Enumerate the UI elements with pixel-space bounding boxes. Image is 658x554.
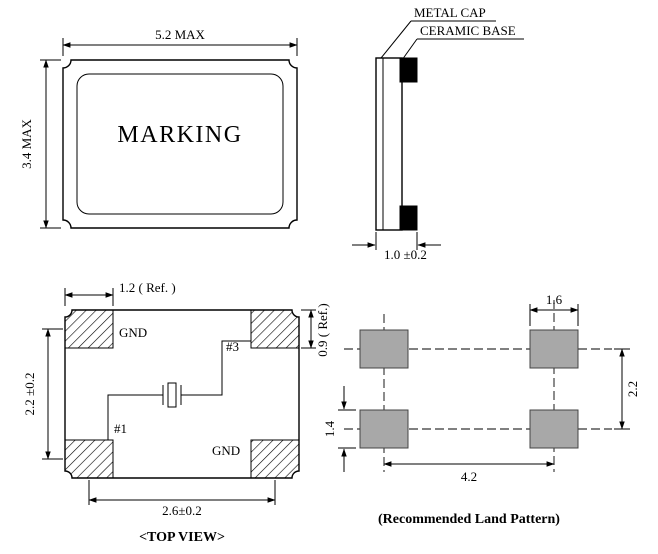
ceramic-base-label: CERAMIC BASE <box>420 23 516 38</box>
dimension-land-col-pitch: 4.2 <box>383 461 555 484</box>
castellation-bottom-right <box>292 471 306 485</box>
callout-ceramic-base: CERAMIC BASE <box>401 23 524 61</box>
dimension-pad-height-ref: 0.9 ( Ref.) <box>301 303 330 357</box>
dim-horizontal-label: 2.6±0.2 <box>162 503 202 518</box>
pad-label-pin3: #3 <box>226 339 239 354</box>
front-view-outline <box>62 59 298 229</box>
dim-land-col-pitch-label: 4.2 <box>461 469 477 484</box>
dimension-vertical-pitch: 2.2 ±0.2 <box>22 328 63 460</box>
dim-pad-height-label: 0.9 ( Ref.) <box>315 303 330 356</box>
side-view-terminal-bottom <box>399 205 418 231</box>
pad-bottom-right <box>250 439 300 479</box>
land-pad-bottom-left <box>359 409 409 449</box>
side-view-terminal-top <box>399 57 418 83</box>
top-view-caption: <TOP VIEW> <box>139 530 225 545</box>
dim-pad-width-label: 1.2 ( Ref. ) <box>119 280 176 295</box>
land-pad-bottom-right <box>529 409 579 449</box>
pad-label-pin1: #1 <box>114 421 127 436</box>
dim-land-row-pitch-label: 2.2 <box>625 381 640 397</box>
dim-thickness-label: 1.0 ±0.2 <box>384 247 427 262</box>
front-view: MARKING 5.2 MAX 3.4 MAX <box>19 27 298 229</box>
dim-vertical-label: 2.2 ±0.2 <box>22 373 37 416</box>
top-view: GND #3 #1 GND 1.2 ( Ref. ) 0.9 ( Ref.) <box>22 280 330 545</box>
trace-pin3 <box>181 340 251 396</box>
land-pad-top-left <box>359 329 409 369</box>
castellation-top-left <box>58 303 72 317</box>
castellation-top-right <box>292 303 306 317</box>
dimension-land-row-pitch: 2.2 <box>614 348 640 430</box>
land-pattern-caption: (Recommended Land Pattern) <box>378 512 560 527</box>
side-view: METAL CAP CERAMIC BASE 1.0 ±0.2 <box>352 5 524 262</box>
dimension-horizontal-pitch: 2.6±0.2 <box>88 480 276 518</box>
top-view-outline <box>64 309 300 479</box>
callout-metal-cap: METAL CAP <box>380 5 496 59</box>
dimension-land-pad-height: 1.4 <box>322 386 356 472</box>
dim-land-pad-width-label: 1.6 <box>546 292 563 307</box>
trace-pin1 <box>107 394 163 440</box>
pad-top-left <box>64 309 114 349</box>
dimension-land-pad-width: 1.6 <box>529 292 579 326</box>
metal-cap-label: METAL CAP <box>414 5 486 20</box>
dim-land-pad-height-label: 1.4 <box>322 420 337 437</box>
pad-top-right <box>250 309 300 349</box>
dim-height-label: 3.4 MAX <box>19 118 34 168</box>
dimension-width: 5.2 MAX <box>62 27 298 56</box>
dim-width-label: 5.2 MAX <box>155 27 205 42</box>
side-view-body <box>375 57 403 231</box>
marking-label: MARKING <box>117 122 242 148</box>
pad-label-gnd-top: GND <box>119 325 147 340</box>
castellation-bottom-left <box>58 471 72 485</box>
dimension-pad-width-ref: 1.2 ( Ref. ) <box>64 280 176 306</box>
land-pad-top-right <box>529 329 579 369</box>
front-view-seal-ring <box>76 73 284 215</box>
pad-label-gnd-bottom: GND <box>212 443 240 458</box>
land-pattern: 1.6 2.2 1.4 4.2 (Recommended Land Patter… <box>322 292 640 527</box>
dimension-height: 3.4 MAX <box>19 59 61 229</box>
dimension-thickness: 1.0 ±0.2 <box>352 232 441 262</box>
crystal-symbol <box>107 340 251 440</box>
pad-bottom-left <box>64 439 114 479</box>
crystal-element <box>167 382 177 408</box>
